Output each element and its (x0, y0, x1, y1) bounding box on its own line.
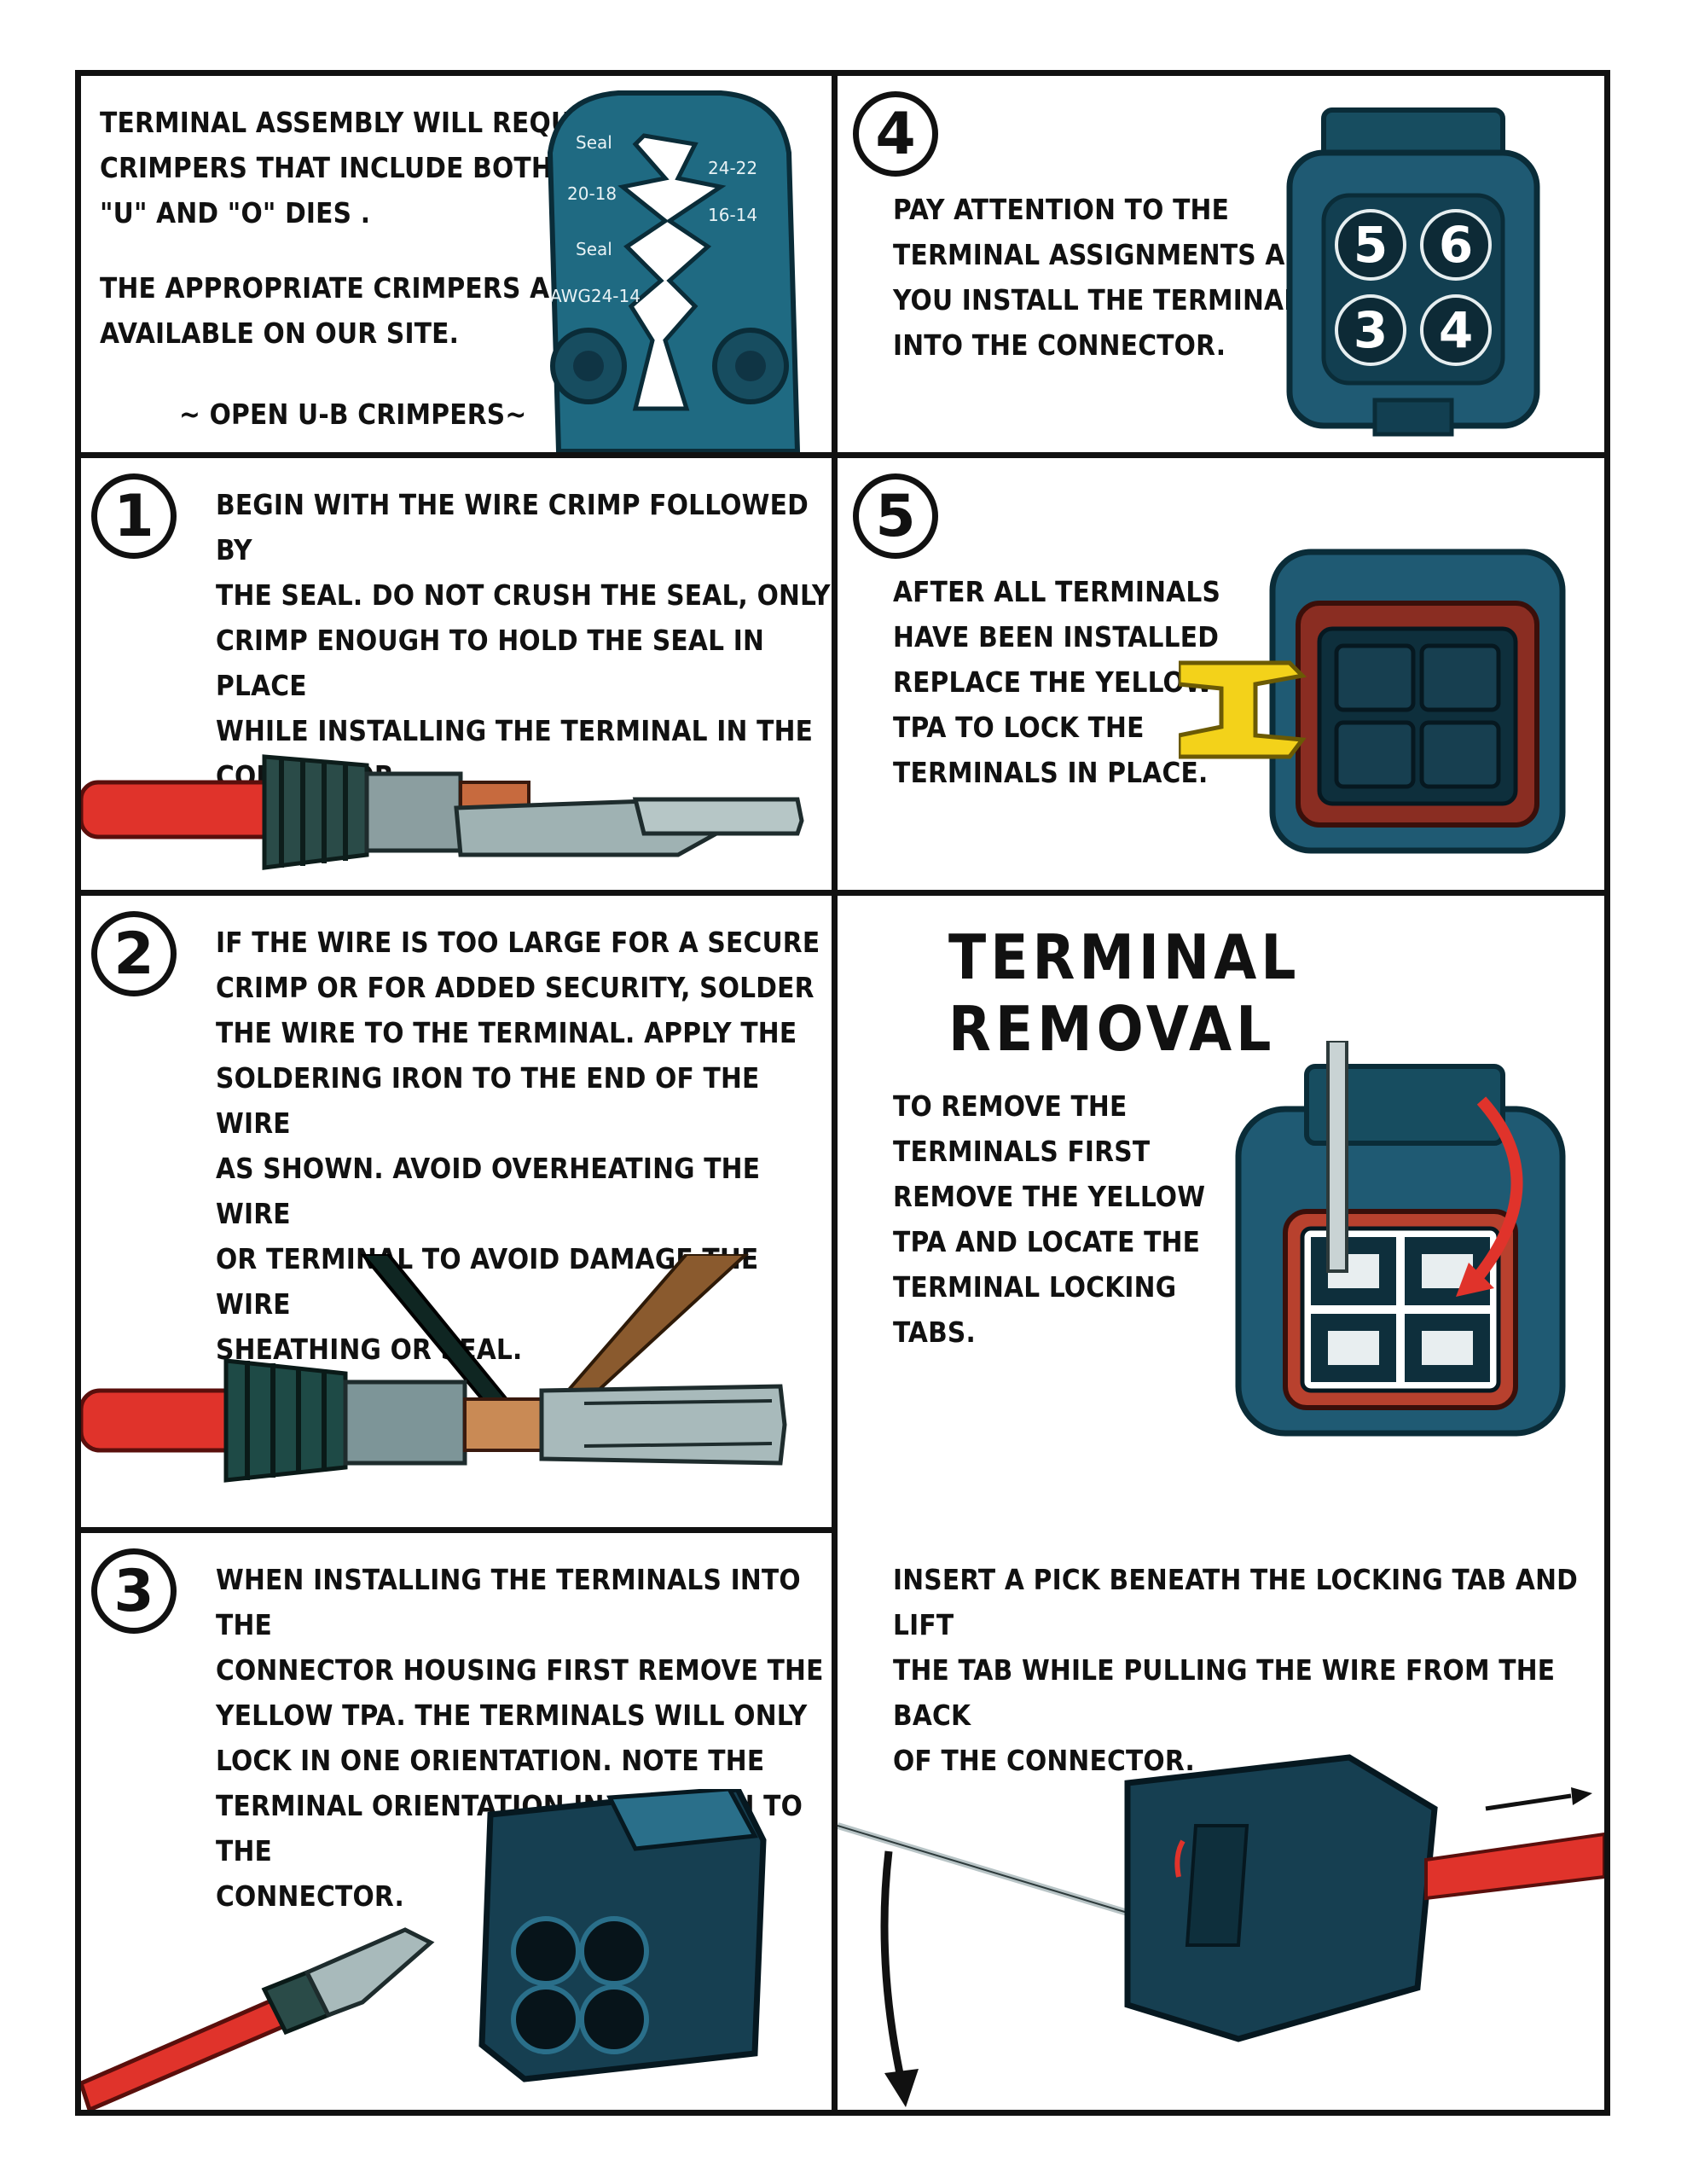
center-divider (832, 70, 838, 2116)
tpa-install-image (1179, 549, 1566, 854)
page-frame (75, 70, 1610, 2116)
pin-label-5: 5 (1354, 216, 1388, 274)
crimper-label-20-18: 20-18 (567, 183, 617, 204)
locking-tabs-image (1235, 1041, 1566, 1437)
connector-housing-image (81, 1789, 767, 2110)
connector-pin-assignment-image: 5 6 3 4 (1286, 107, 1540, 437)
intro-panel: TERMINAL ASSEMBLY WILL REQUIRE CRIMPERS … (81, 76, 832, 452)
solder-wire-image (81, 1254, 787, 1483)
crimper-tool-image: Seal 24-22 20-18 16-14 Seal AWG24-14 (547, 90, 801, 452)
wire-crimp-image (81, 754, 804, 870)
step2-text: IF THE WIRE IS TOO LARGE FOR A SECURE CR… (216, 926, 820, 1366)
pick-removal-image (838, 1754, 1604, 2107)
step5-number-badge: 5 (853, 473, 938, 559)
step4-number-badge: 4 (853, 91, 938, 177)
intro-caption: ~ OPEN U-B CRIMPERS~ (179, 398, 527, 431)
pin-label-4: 4 (1439, 301, 1473, 359)
row-divider-2 (75, 890, 1610, 896)
step2-panel: 2 IF THE WIRE IS TOO LARGE FOR A SECURE … (81, 896, 832, 1527)
step4-panel: 4 PAY ATTENTION TO THE TERMINAL ASSIGNME… (838, 76, 1604, 452)
step4-text: PAY ATTENTION TO THE TERMINAL ASSIGNMENT… (893, 193, 1319, 362)
removal-panel: TERMINAL REMOVAL TO REMOVE THE TERMINALS… (838, 896, 1604, 2110)
step5-panel: 5 AFTER ALL TERMINALS HAVE BEEN INSTALLE… (838, 458, 1604, 890)
step1-text: BEGIN WITH THE WIRE CRIMP FOLLOWED BY TH… (216, 488, 831, 793)
row-divider-left-3 (75, 1527, 834, 1533)
row-divider-1 (75, 452, 1610, 458)
crimper-label-awg: AWG24-14 (550, 286, 641, 306)
removal-title: TERMINAL REMOVAL (948, 921, 1301, 1065)
step2-number-badge: 2 (91, 911, 177, 996)
step5-text: AFTER ALL TERMINALS HAVE BEEN INSTALLED … (893, 575, 1221, 789)
crimper-label-16-14: 16-14 (708, 205, 757, 225)
pin-label-3: 3 (1354, 301, 1388, 359)
crimper-label-seal-top: Seal (576, 132, 612, 153)
crimper-label-24-22: 24-22 (708, 158, 757, 178)
intro-text-2: THE APPROPRIATE CRIMPERS ARE AVAILABLE O… (100, 271, 587, 350)
step1-number-badge: 1 (91, 473, 177, 559)
step1-panel: 1 BEGIN WITH THE WIRE CRIMP FOLLOWED BY … (81, 458, 832, 890)
removal-text-2: INSERT A PICK BENEATH THE LOCKING TAB AN… (893, 1563, 1578, 1777)
step3-panel: 3 WHEN INSTALLING THE TERMINALS INTO THE… (81, 1533, 832, 2110)
removal-text-1: TO REMOVE THE TERMINALS FIRST REMOVE THE… (893, 1089, 1206, 1349)
step3-number-badge: 3 (91, 1548, 177, 1634)
crimper-label-seal-bottom: Seal (576, 239, 612, 259)
pin-label-6: 6 (1439, 216, 1473, 274)
